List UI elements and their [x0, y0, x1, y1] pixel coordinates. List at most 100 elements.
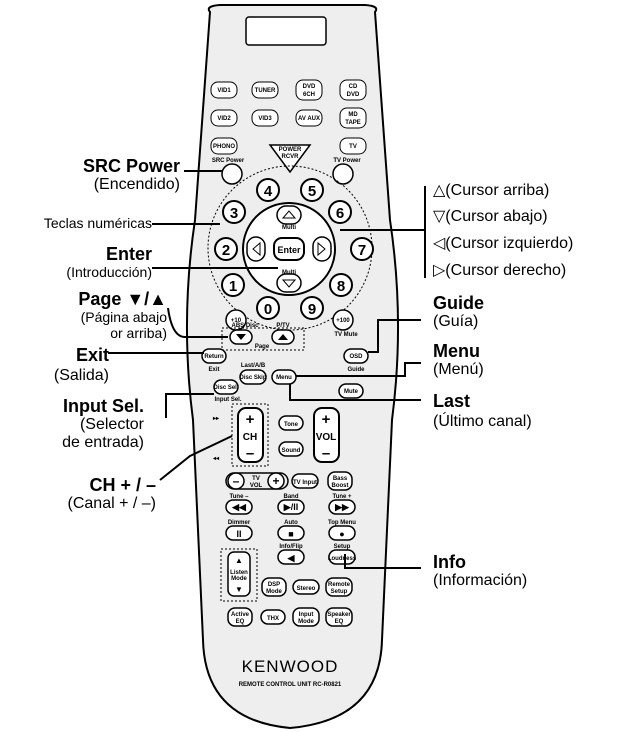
play-pause-icon: ▶/II [283, 502, 298, 512]
tuner-label: TUNER [255, 88, 276, 94]
fast-forward-icon: ▶▶ [334, 502, 350, 512]
thx-print: THX [267, 616, 279, 622]
tape-label: TAPE [345, 120, 361, 126]
ch-rocker-group [231, 403, 269, 467]
active-print: Active [231, 612, 250, 618]
skip-back-icon: ◂◂ [212, 456, 220, 462]
label-input-sel: Input Sel. [63, 396, 144, 416]
exit-print: Exit [208, 367, 219, 373]
key-5: 5 [308, 183, 316, 200]
listen-down-icon: ▼ [235, 585, 243, 594]
key-4: 4 [264, 183, 273, 200]
cd-dvd-label: DVD [347, 92, 360, 98]
speaker-eq-print: EQ [335, 619, 344, 625]
speaker-print: Speaker [327, 612, 351, 618]
skip-forward-icon: ▸▸ [212, 416, 220, 422]
tv-print: TV [252, 476, 260, 482]
vol-small-print: VOL [250, 483, 263, 489]
label-guide: Guide [433, 293, 485, 313]
key-1: 1 [229, 278, 237, 295]
model-label: REMOTE CONTROL UNIT RC-R0821 [239, 682, 342, 688]
vid2-label: VID2 [217, 116, 231, 122]
phono-label: PHONO [213, 144, 235, 150]
power-rcvr-button [268, 144, 312, 174]
info-flip-label: Info/Flip [279, 544, 303, 550]
band-label: Band [284, 494, 299, 500]
tv-vol-minus: – [233, 474, 240, 488]
label-input-sel-es1: (Selector [79, 416, 144, 433]
label-last: Last [433, 391, 471, 411]
key-8: 8 [337, 278, 345, 295]
dsp-mode-print: Mode [266, 589, 282, 595]
tv-input-button [291, 473, 319, 489]
sound-print: Sound [282, 448, 301, 454]
boost-print: Boost [332, 483, 349, 489]
src-power-print: SRC Power [212, 158, 245, 164]
vol-plus: + [322, 411, 331, 428]
sound-button [278, 441, 304, 457]
tune-plus-label: Tune + [332, 494, 352, 500]
label-menu: Menu [433, 341, 480, 361]
label-src-power-es: (Encendido) [93, 176, 180, 193]
rewind-icon: ◀◀ [231, 502, 247, 512]
label-enter-es: (Introducción) [66, 264, 152, 280]
page-print: Page [255, 344, 270, 350]
mute-print: Mute [344, 389, 359, 395]
enter-button [273, 237, 305, 261]
record-icon: ● [339, 529, 344, 539]
tv-power-print: TV Power [333, 158, 361, 164]
tv-mute-label: TV Mute [334, 332, 358, 338]
src-power-button [221, 163, 243, 185]
6ch-label: 6CH [303, 92, 315, 98]
vid1-label: VID1 [217, 88, 231, 94]
setup-label: Setup [334, 544, 351, 550]
cursor-down-button [276, 273, 302, 293]
tv-vol-plus: + [272, 474, 279, 488]
md-label: MD [348, 112, 358, 118]
osd-button [343, 348, 369, 364]
key-6: 6 [336, 205, 344, 222]
ch-print: CH [243, 432, 257, 443]
disc-sel-button [213, 379, 239, 395]
label-src-power: SRC Power [82, 156, 180, 176]
av-aux-label: AV AUX [298, 116, 320, 122]
key-3: 3 [230, 205, 238, 222]
key-2: 2 [222, 242, 230, 259]
cd-label: CD [349, 84, 358, 90]
vol-print: VOL [316, 432, 337, 443]
label-cursor-left: ◁(Cursor izquierdo) [433, 235, 574, 252]
remote-body [185, 4, 400, 730]
source-buttons [210, 79, 367, 155]
label-menu-es: (Menú) [433, 361, 484, 378]
last-ab-label: Last/A/B [241, 363, 266, 369]
leader-lines [108, 170, 426, 569]
disc-skip-print: Disc Skip [239, 375, 266, 381]
page-button-group [221, 327, 305, 351]
label-info-es: (Información) [433, 572, 528, 589]
key-9: 9 [308, 301, 316, 318]
multi-up-label: Multi [282, 225, 296, 231]
key-0: 0 [264, 301, 272, 318]
input-sel-print: Input Sel. [215, 397, 242, 403]
mute-button [338, 383, 364, 399]
stop-icon: ■ [288, 529, 293, 539]
eq-print: EQ [236, 619, 245, 625]
bass-boost-button [327, 471, 353, 491]
abs-disc-label: ABS Disc [231, 323, 259, 329]
return-button [201, 348, 227, 364]
stereo-print: Stereo [297, 586, 316, 592]
numeric-keys [214, 178, 374, 331]
guide-print: Guide [347, 367, 365, 373]
tv-vol-plus-button [267, 472, 285, 490]
tune-minus-label: Tune – [230, 494, 250, 500]
label-info: Info [433, 552, 466, 572]
dimmer-label: Dimmer [228, 520, 251, 526]
ch-plus: + [246, 411, 255, 428]
key-plus10: +10 [231, 318, 242, 324]
key-7: 7 [358, 242, 366, 259]
tone-print: Tone [284, 422, 299, 428]
label-input-sel-es2: de entrada) [62, 434, 144, 451]
